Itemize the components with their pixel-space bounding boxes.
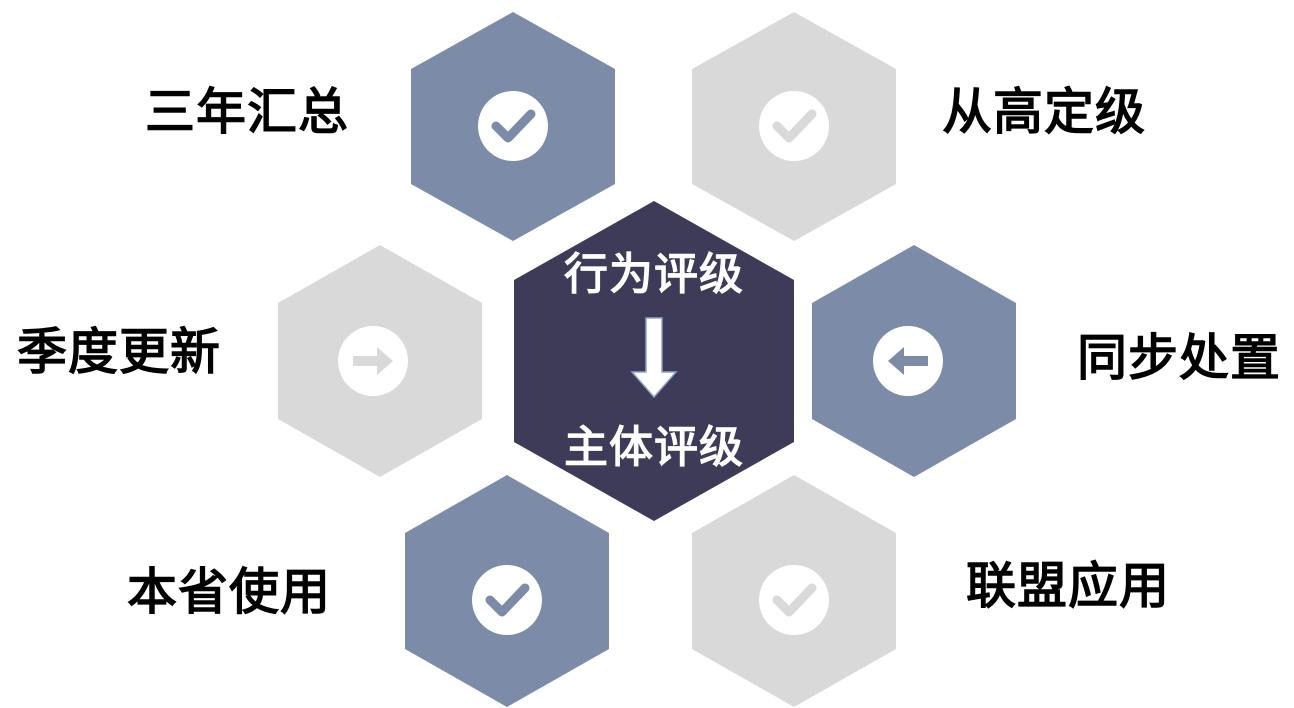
hex-tile-san-nian-hui-zong [411,12,615,241]
hex-tile-tong-bu-chu-zhi [812,245,1016,477]
check-icon [478,91,548,161]
label-lian-meng-ying-yong: 联盟应用 [966,557,1170,615]
arrow-down-icon [630,317,678,399]
label-ben-sheng-shi-yong: 本省使用 [127,563,331,621]
arrow-left-icon [873,326,943,396]
center-top-label: 行为评级 [564,249,744,300]
label-ji-du-geng-xin: 季度更新 [17,323,221,381]
hex-tile-cong-gao-ding-ji [692,12,896,241]
hex-tile-lian-meng-ying-yong [692,475,896,707]
label-san-nian-hui-zong: 三年汇总 [145,83,349,141]
center-bottom-label: 主体评级 [564,422,744,473]
check-icon [472,565,542,635]
check-icon [759,91,829,161]
label-cong-gao-ding-ji: 从高定级 [942,83,1146,141]
check-icon [759,565,829,635]
label-tong-bu-chu-zhi: 同步处置 [1077,329,1281,387]
arrow-right-icon [338,326,408,396]
hex-tile-ben-sheng-shi-yong [405,475,609,707]
center-hex [514,201,794,521]
hex-tile-ji-du-geng-xin [278,245,482,477]
